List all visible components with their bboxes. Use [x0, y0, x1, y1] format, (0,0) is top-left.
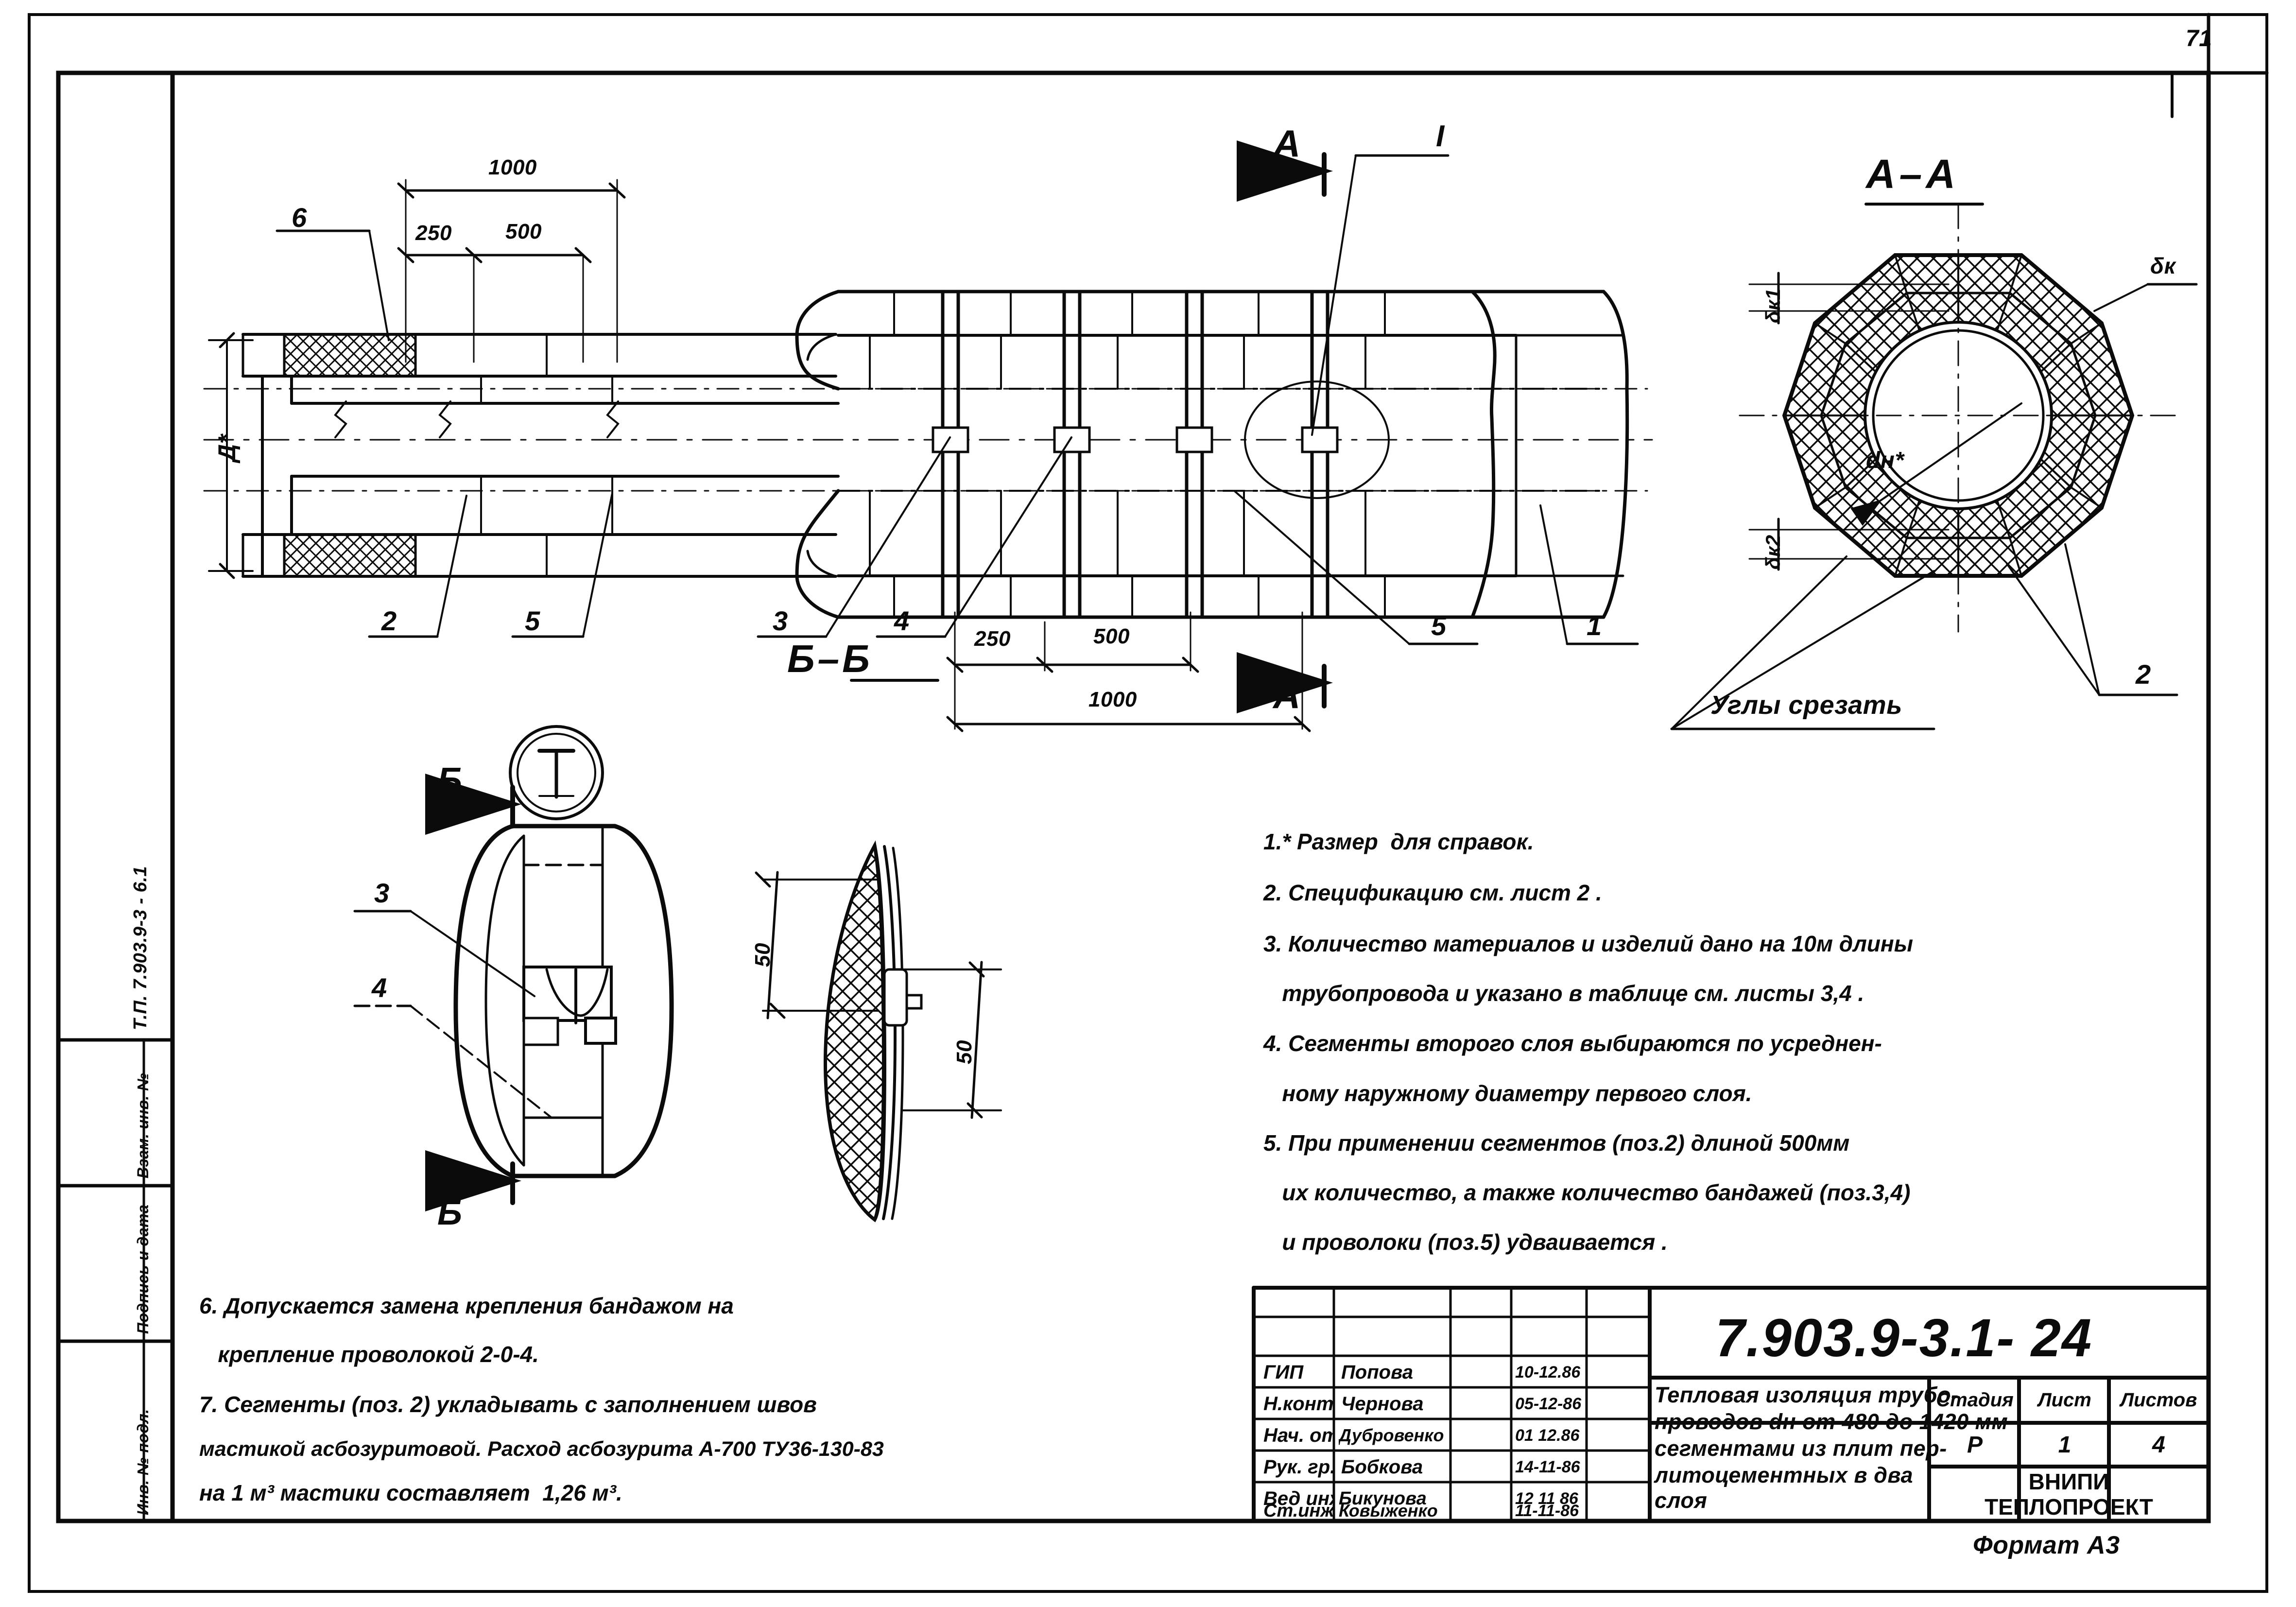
note-7c: на 1 м³ мастики составляет 1,26 м³. [199, 1480, 622, 1505]
signature-name-0: Попова [1341, 1361, 1413, 1383]
detail-mark-i: I [1436, 120, 1445, 153]
object-title-line-1: проводов dн от 480 до 1420 мм [1655, 1409, 2008, 1434]
dimension-bottom-500: 500 [1093, 624, 1130, 648]
dimension-top-1000: 1000 [488, 156, 537, 179]
section-mark-a-bottom: А [1273, 674, 1301, 716]
signature-role-4: Вед инж. [1263, 1487, 1334, 1509]
callout-3: 3 [773, 605, 788, 636]
signature-role-5: Ст.инж. [1263, 1500, 1334, 1521]
signature-date-3: 14-11-86 [1515, 1457, 1580, 1476]
signature-role-0: ГИП [1263, 1361, 1304, 1383]
note-6a: 6. Допускается замена крепления бандажом… [199, 1293, 734, 1318]
section-mark-a-top: А [1273, 122, 1301, 165]
callout-6: 6 [292, 202, 307, 233]
status-value-sheet: 1 [2058, 1432, 2072, 1458]
object-title-line-3: литоцементных в два [1655, 1463, 1914, 1487]
note-7a: 7. Сегменты (поз. 2) укладывать с заполн… [199, 1392, 817, 1417]
note-7b: мастикой асбозуритовой. Расход асбозурит… [199, 1437, 884, 1461]
organization-line-1: ТЕПЛОПРОЕКТ [1985, 1494, 2153, 1520]
note-5c: и проволоки (поз.5) удваивается . [1263, 1229, 1668, 1255]
status-header-stage: Стадия [1936, 1389, 2014, 1411]
organization-line-0: ВНИПИ [2028, 1469, 2109, 1494]
section-aa-note: Углы срезать [1710, 691, 1902, 720]
signature-role-3: Рук. гр. [1263, 1456, 1334, 1478]
side-stamp-col-1: Подпись и дата [134, 1204, 152, 1334]
note-4a: 4. Сегменты второго слоя выбираются по у… [1263, 1031, 1882, 1056]
signature-name-4: Бикунова [1339, 1488, 1427, 1509]
section-aa-title: А–А [1866, 151, 1960, 197]
label-delta-k: δк [2150, 253, 2176, 278]
section-bb-callout-3: 3 [374, 878, 390, 908]
object-title-line-4: слоя [1655, 1488, 1708, 1513]
side-stamp-code: Т.П. 7.903.9-3 - 6.1 [130, 866, 151, 1030]
signature-date-0: 10-12.86 [1515, 1363, 1581, 1382]
callout-2: 2 [381, 605, 397, 636]
signature-date-4: 12 11 86 [1515, 1489, 1578, 1508]
side-stamp-col-2: Инв. № подл. [134, 1409, 152, 1515]
signature-role-1: Н.контр. [1263, 1393, 1334, 1415]
label-delta-k2: δк2 [1761, 535, 1784, 570]
note-4b: ному наружному диаметру первого слоя. [1263, 1081, 1752, 1106]
object-title-line-0: Тепловая изоляция трубо- [1655, 1382, 1959, 1407]
side-stamp-col-0: Взам. инв. № [134, 1072, 152, 1178]
dimension-bottom-1000: 1000 [1088, 688, 1137, 711]
note-1: 1.* Размер для справок. [1263, 829, 1534, 854]
signature-date-5: 11-11-86 [1515, 1501, 1579, 1520]
dimension-top-500: 500 [505, 220, 542, 243]
drawing-number: 7.903.9-3.1- 24 [1715, 1308, 2093, 1368]
format-note: Формат А3 [1973, 1531, 2120, 1559]
dimension-top-250: 250 [415, 221, 452, 245]
signature-role-2: Нач. отд. [1263, 1424, 1334, 1446]
signature-name-2: Дубровенко [1339, 1425, 1444, 1445]
signature-date-2: 01 12.86 [1515, 1426, 1580, 1445]
section-bb-title: Б–Б [787, 637, 873, 680]
note-5a: 5. При применении сегментов (поз.2) длин… [1263, 1130, 1850, 1156]
dimension-bottom-250: 250 [974, 627, 1011, 651]
note-2: 2. Спецификацию см. лист 2 . [1263, 880, 1602, 905]
status-header-sheets: Листов [2120, 1389, 2197, 1411]
dimension-50-left: 50 [751, 943, 775, 967]
callout-5-right: 5 [1431, 610, 1447, 641]
note-3a: 3. Количество материалов и изделий дано … [1263, 931, 1913, 956]
dimension-50-right: 50 [952, 1040, 976, 1064]
section-mark-b-bottom: Б [437, 1193, 463, 1232]
signature-name-1: Чернова [1341, 1393, 1424, 1415]
label-delta-k1: δк1 [1761, 288, 1784, 323]
object-title-line-2: сегментами из плит пер- [1655, 1436, 1947, 1461]
diameter-label: Д* [213, 434, 241, 462]
label-dn: dн* [1866, 448, 1904, 473]
note-6b: крепление проволокой 2-0-4. [199, 1342, 539, 1367]
note-3b: трубопровода и указано в таблице см. лис… [1263, 981, 1864, 1006]
signature-date-1: 05-12-86 [1515, 1394, 1582, 1413]
section-mark-b-top: Б [437, 761, 463, 800]
status-value-sheets: 4 [2152, 1432, 2165, 1458]
signature-name-5: Ковыженко [1339, 1501, 1438, 1521]
page-number: 71 [2186, 26, 2212, 52]
signature-name-3: Бобкова [1341, 1456, 1423, 1478]
callout-4: 4 [894, 605, 910, 636]
callout-1: 1 [1587, 610, 1602, 641]
section-bb-callout-4: 4 [372, 972, 387, 1003]
section-aa-callout-2: 2 [2136, 659, 2151, 690]
status-header-sheet: Лист [2038, 1389, 2091, 1411]
note-5b: их количество, а также количество бандаж… [1263, 1180, 1911, 1205]
status-value-stage: Р [1967, 1432, 1983, 1458]
callout-5-left: 5 [525, 605, 540, 636]
